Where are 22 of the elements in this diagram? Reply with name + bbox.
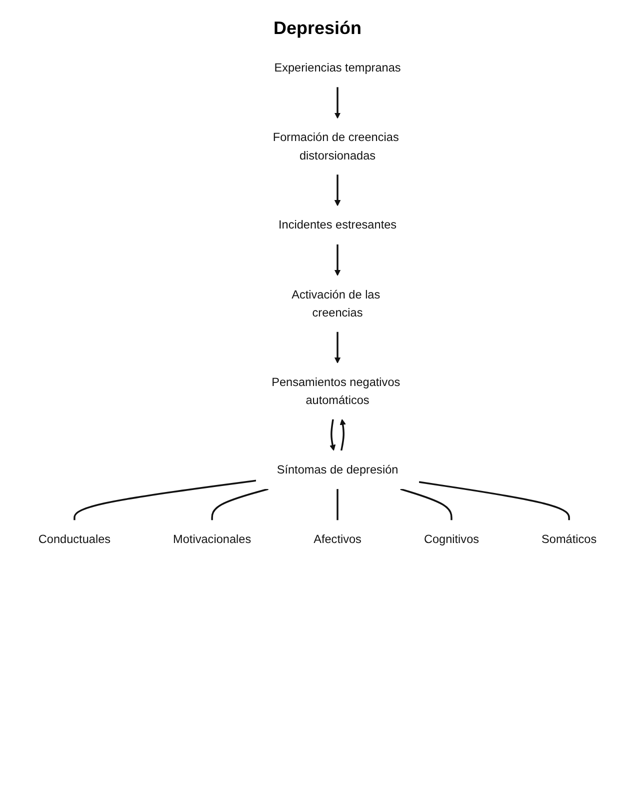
node-text: Formación de creencias distorsionadas: [272, 130, 399, 162]
node-text: Somáticos: [542, 532, 597, 546]
node-text: Síntomas de depresión: [276, 462, 398, 476]
connector: [400, 488, 452, 520]
connector: [336, 489, 338, 520]
arrow: [340, 418, 346, 451]
node-text: Motivacionales: [173, 532, 252, 546]
arrow: [334, 332, 341, 364]
arrow: [334, 174, 341, 206]
diagram-title: Depresión: [273, 18, 362, 39]
node-text: Pensamientos negativos automáticos: [272, 376, 400, 406]
node-text: Experiencias tempranas: [274, 61, 401, 74]
node-text: Afectivos: [314, 532, 362, 546]
node-text: Activación de las creencias: [292, 288, 380, 319]
arrow: [330, 419, 336, 451]
node-text: Incidentes estresantes: [278, 218, 397, 232]
arrow: [334, 244, 341, 276]
node-text: Cognitivos: [424, 532, 480, 546]
connector: [211, 488, 268, 520]
node-text: Conductuales: [38, 532, 111, 546]
arrow: [334, 87, 341, 119]
connector: [418, 481, 570, 520]
